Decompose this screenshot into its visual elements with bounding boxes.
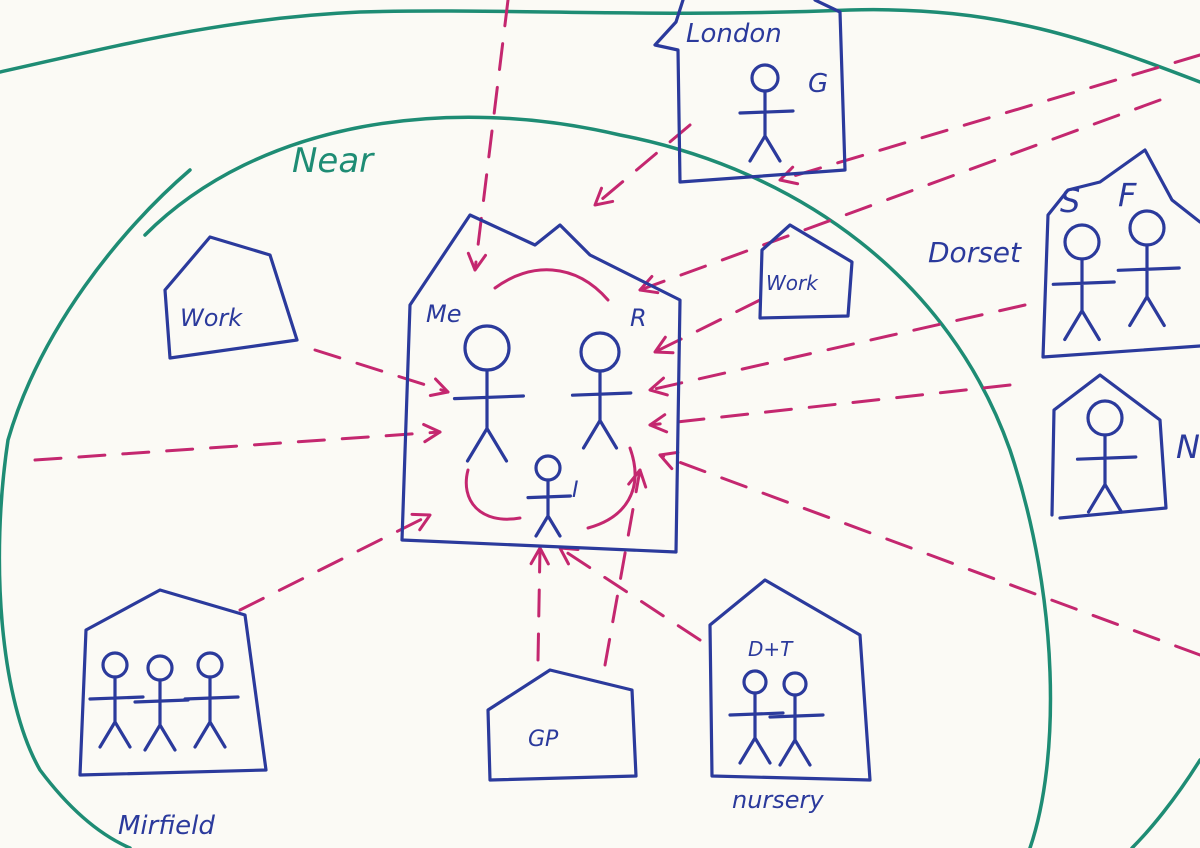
n-house (1050, 373, 1168, 520)
outer-boundary-right (1130, 758, 1200, 848)
person-n-label: N (1176, 428, 1200, 466)
arrowhead-icon (558, 546, 580, 566)
family-curved-arrow (464, 468, 522, 521)
connection-arrow (648, 303, 1027, 397)
family-curved-arrow (586, 446, 637, 530)
figure-mirfield-1 (88, 651, 145, 749)
mirfield-label: Mirfield (118, 811, 215, 841)
family-curved-arrow (493, 268, 610, 302)
arrowhead-icon (648, 413, 669, 434)
arrowhead-icon (593, 186, 615, 207)
connection-arrow (653, 298, 762, 355)
connections (33, 0, 1200, 667)
arrowhead-icon (428, 377, 450, 397)
arrowhead-icon (638, 274, 660, 295)
home-house (400, 213, 682, 554)
arrowhead-icon (422, 422, 442, 444)
figure-s (1051, 223, 1116, 342)
gp-house (486, 668, 638, 782)
nursery-house (708, 578, 872, 782)
nursery-label: nursery (732, 786, 824, 814)
connection-arrow (33, 422, 442, 462)
connection-arrow (603, 468, 648, 667)
connection-arrow (466, 0, 510, 272)
arrowhead-icon (627, 468, 648, 489)
person-r-label: R (630, 304, 647, 332)
figure-i (526, 454, 572, 538)
work-right-label: Work (766, 271, 819, 295)
person-f-label: F (1118, 176, 1137, 214)
connection-arrow (313, 348, 450, 397)
arrowhead-icon (648, 376, 669, 397)
arrowhead-icon (529, 546, 550, 566)
figure-mirfield-2 (133, 654, 190, 752)
work-right-house (758, 223, 854, 320)
arrowhead-icon (653, 335, 675, 355)
arrowhead-icon (658, 450, 680, 471)
figure-r (570, 331, 633, 450)
sf-house (1041, 148, 1200, 359)
connection-arrow (238, 512, 432, 612)
arrowhead-icon (466, 251, 487, 272)
connection-arrow (558, 546, 702, 642)
near-boundary-left (0, 168, 192, 848)
person-s-label: S (1060, 182, 1080, 220)
near-boundary (143, 115, 1053, 848)
connection-arrow (593, 123, 692, 207)
connection-arrow (529, 546, 550, 662)
d-and-t-label: D+T (748, 637, 794, 661)
figure-me (452, 324, 525, 463)
figure-d (728, 669, 785, 765)
person-g-label: G (808, 69, 828, 99)
figure-n (1075, 399, 1138, 514)
person-me-label: Me (426, 300, 461, 328)
person-i-label: I (572, 478, 579, 503)
london-house (653, 0, 847, 184)
figure-f (1116, 209, 1181, 328)
figure-mirfield-3 (183, 651, 240, 749)
gp-label: GP (528, 727, 559, 752)
arrowhead-icon (410, 512, 432, 532)
figure-g (738, 63, 795, 163)
connection-arrow (638, 98, 1162, 295)
near-label: Near (292, 141, 375, 181)
connection-arrow (778, 53, 1200, 186)
dorset-label: Dorset (928, 236, 1022, 269)
figure-t (768, 671, 825, 767)
people (88, 63, 1181, 767)
arrowhead-icon (778, 165, 800, 186)
connection-arrow (658, 450, 1200, 657)
london-label: London (686, 19, 782, 49)
outer-boundary (0, 7, 1200, 84)
connection-arrow (648, 383, 1012, 434)
work-left-label: Work (180, 304, 243, 332)
work-left-house (163, 235, 299, 360)
mirfield-house (78, 588, 268, 777)
